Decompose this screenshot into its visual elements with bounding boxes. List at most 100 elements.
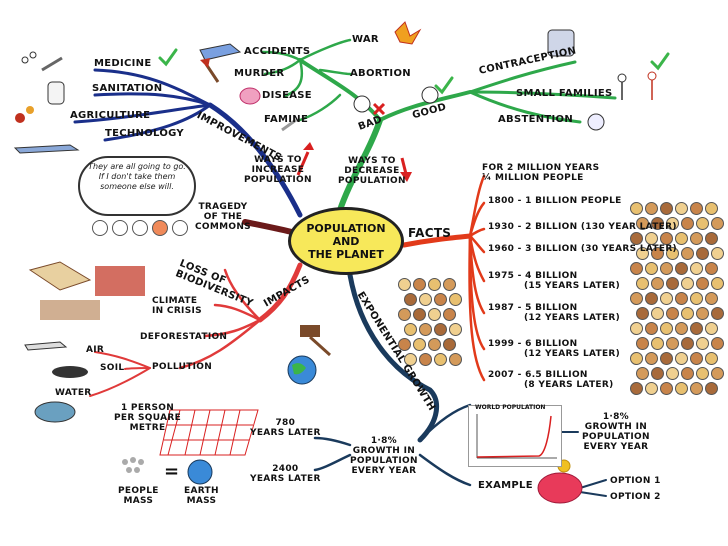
face-icon [690, 292, 703, 305]
crowd-icon [122, 457, 144, 473]
face-icon [449, 293, 462, 306]
face-icon [404, 353, 417, 366]
tragedy-branch [242, 219, 295, 235]
face-icon [696, 277, 709, 290]
face-icon [675, 202, 688, 215]
face-icon [660, 202, 673, 215]
bad-good-branch [260, 38, 617, 213]
face-icon [636, 217, 649, 230]
label-780-years: 780 YEARS LATER [250, 418, 321, 438]
checkmark-icons [158, 48, 670, 95]
face-icon [413, 338, 426, 351]
face-icon [636, 337, 649, 350]
face-icon [711, 367, 724, 380]
center-line3: THE PLANET [308, 247, 384, 261]
fact-item: 1999 - 6 BILLION(12 YEARS LATER) [488, 339, 621, 359]
earth-mass-icon [187, 459, 213, 485]
family-icon [617, 71, 657, 100]
face-icon [666, 217, 679, 230]
face-icon [705, 292, 718, 305]
face-icon [675, 292, 688, 305]
face-icon [711, 337, 724, 350]
red-x-icon [372, 102, 386, 116]
face-icon [636, 247, 649, 260]
fact-item: 1987 - 5 BILLION(12 YEARS LATER) [488, 303, 621, 323]
center-line1: POPULATION [306, 221, 386, 235]
face-icon [645, 232, 658, 245]
face-icon [404, 323, 417, 336]
face-icon [675, 262, 688, 275]
face-icon [696, 367, 709, 380]
face-icon [666, 277, 679, 290]
globe-icon [287, 355, 317, 385]
face-icon [419, 353, 432, 366]
face-icon [443, 278, 456, 291]
label-growth-right: 1·8% GROWTH IN POPULATION EVERY YEAR [582, 412, 650, 452]
label-water: WATER [55, 388, 92, 398]
face-icon [630, 322, 643, 335]
vegetables-icon [15, 106, 34, 123]
soil-icon [52, 366, 88, 378]
face-icon [636, 367, 649, 380]
face-icon [630, 202, 643, 215]
label-ways-decrease: WAYS TO DECREASE POPULATION [338, 156, 406, 186]
face-icon [705, 232, 718, 245]
world-population-chart: WORLD POPULATION [468, 404, 562, 467]
face-icon [666, 337, 679, 350]
face-icon [413, 278, 426, 291]
face-icon [428, 308, 441, 321]
fact-item: 1960 - 3 BILLION (30 YEARS LATER) [488, 244, 677, 254]
label-small-families: SMALL FAMILIES [516, 88, 613, 99]
face-icon [413, 308, 426, 321]
label-option-1: OPTION 1 [610, 476, 661, 486]
face-icon [660, 382, 673, 395]
face-icon [645, 202, 658, 215]
face-icon [419, 293, 432, 306]
label-soil: SOIL [100, 363, 125, 373]
improvements-branch [73, 68, 303, 218]
label-abstention: ABSTENTION [498, 114, 573, 125]
face-icon [705, 202, 718, 215]
face-icon [636, 277, 649, 290]
label-climate: CLIMATE IN CRISIS [152, 296, 202, 316]
face-icon [398, 338, 411, 351]
face-icon [690, 202, 703, 215]
label-war: WAR [352, 34, 379, 45]
world-population-curve [476, 414, 557, 459]
label-option-2: OPTION 2 [610, 492, 661, 502]
face-icon [681, 277, 694, 290]
deforestation-icon [40, 300, 100, 320]
face-icon [651, 247, 664, 260]
face-icon [660, 322, 673, 335]
face-icon [696, 217, 709, 230]
face-icon [645, 352, 658, 365]
exponential-branch [313, 272, 607, 497]
decrease-arrow [400, 157, 412, 182]
center-line2: AND [332, 234, 360, 248]
label-technology: TECHNOLOGY [105, 128, 184, 139]
label-disease: DISEASE [262, 90, 312, 101]
increase-arrow [296, 142, 314, 176]
label-people-mass: PEOPLE MASS [118, 486, 159, 506]
happy-face-icon [421, 86, 439, 104]
label-pollution: POLLUTION [152, 362, 213, 372]
face-icon [690, 232, 703, 245]
face-icon [434, 353, 447, 366]
face-icon [651, 277, 664, 290]
label-sanitation: SANITATION [92, 83, 163, 94]
face-icon [651, 367, 664, 380]
face-icon [681, 307, 694, 320]
person-grid-icon [159, 409, 259, 456]
label-murder: MURDER [234, 68, 285, 79]
label-deforestation: DEFORESTATION [140, 332, 228, 342]
air-plane-icon [24, 341, 68, 351]
face-icon [666, 307, 679, 320]
face-icon [675, 322, 688, 335]
face-icon [660, 292, 673, 305]
face-icon [645, 382, 658, 395]
face-icon [651, 307, 664, 320]
face-icon [636, 307, 649, 320]
fact-item: 2007 - 6.5 BILLION(8 YEARS LATER) [488, 370, 614, 390]
gavel-icon [300, 325, 332, 357]
face-icon [428, 338, 441, 351]
